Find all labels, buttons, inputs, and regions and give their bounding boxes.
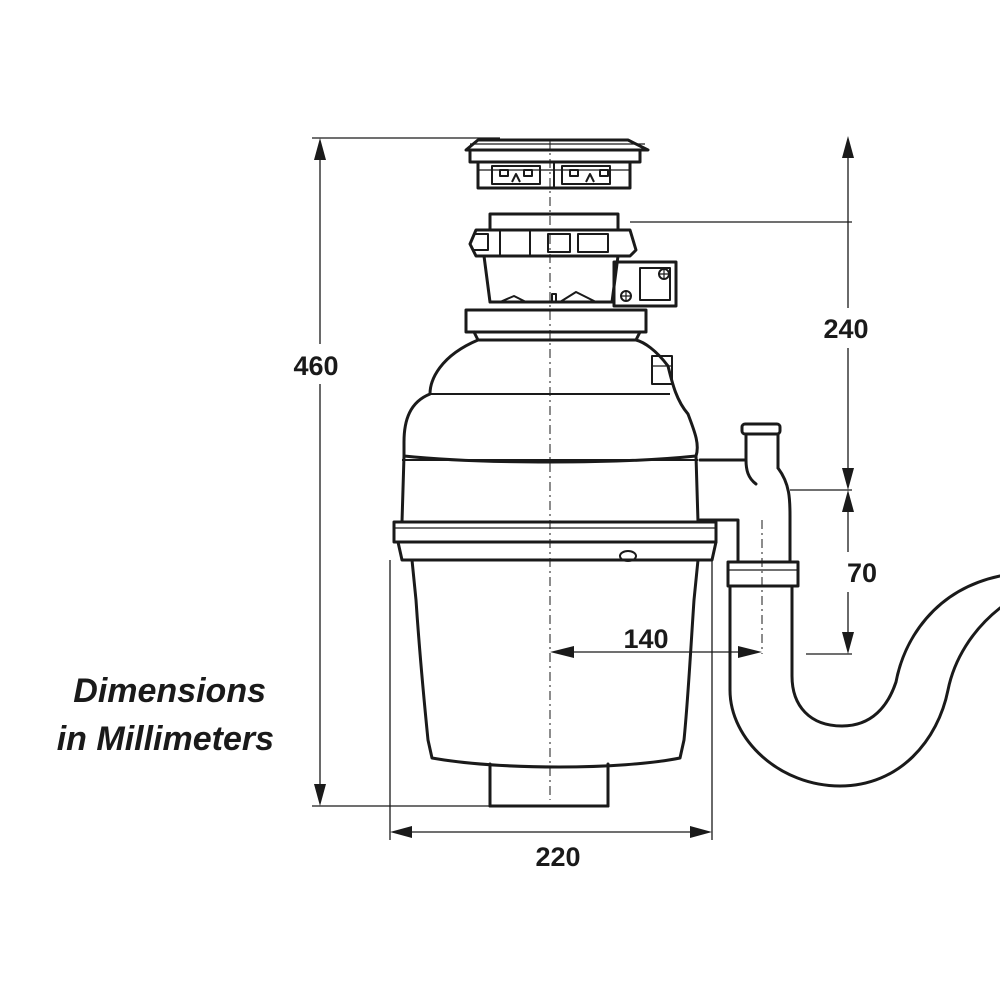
centerline-drain-width-label: 140 — [623, 624, 668, 654]
outlet-drain-height-label-bg — [826, 552, 882, 592]
disposer-neck — [482, 254, 620, 304]
discharge-outlet — [698, 422, 800, 588]
overall-height-label-bg — [282, 344, 352, 384]
body-width-dimension — [389, 560, 713, 840]
units-note-line1: Dimensions — [73, 672, 266, 710]
body-width-label: 220 — [535, 842, 580, 872]
mounting-ring — [468, 212, 638, 258]
overall-height-dimension — [312, 137, 500, 807]
overall-height-label: 460 — [293, 351, 338, 381]
electrical-box — [612, 260, 678, 308]
upper-collar — [464, 308, 648, 342]
lower-body — [410, 558, 700, 808]
units-note-line2: in Millimeters — [57, 720, 274, 758]
upper-housing — [400, 338, 700, 524]
disposer-unit — [392, 138, 1000, 808]
mid-flange — [392, 520, 718, 562]
outlet-drain-height-label: 70 — [847, 558, 877, 588]
drain-trap-pipe — [728, 574, 1000, 788]
inlet-outlet-height-label: 240 — [823, 314, 868, 344]
inlet-outlet-height-label-bg — [810, 308, 882, 348]
sink-flange — [464, 138, 650, 190]
